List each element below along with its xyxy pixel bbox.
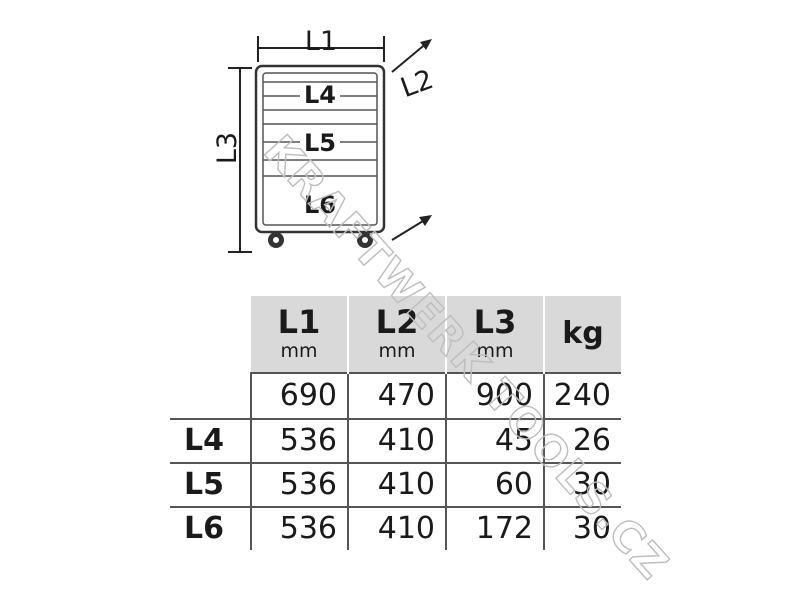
cabinet-inner-frame [262,72,378,226]
row-label: L5 [170,462,251,507]
l3-label: L3 [212,132,243,164]
cell-l3: 172 [445,506,544,550]
cell-l1: 536 [250,462,348,507]
cell-l2: 410 [347,418,446,463]
header-l1: L1 mm [251,296,348,373]
cell-l1: 690 [250,372,348,419]
cabinet-outline [254,64,386,234]
l2-arrow-top [391,41,429,73]
l2-arrowhead-top [420,39,432,50]
l1-label: L1 [305,26,337,57]
header-l2: L2 mm [347,296,446,373]
cell-l2: 410 [347,506,446,550]
row-label: L4 [170,418,251,463]
l2-arrowhead-bottom [419,215,432,226]
row-label [170,373,251,419]
cell-kg: 240 [543,372,621,419]
dimension-table: L1 mm L2 mm L3 mm kg 690 470 900 240 L4 [170,296,621,550]
cell-l3: 900 [445,372,544,419]
cabinet-dimension-drawing: L1 L3 L2 L4 L5 L6 [212,26,438,253]
drawer-label-l5: L5 [304,129,336,157]
cell-kg: 26 [543,418,621,463]
cell-l1: 536 [250,418,348,463]
cell-l3: 45 [445,418,544,463]
cell-kg: 30 [543,462,621,507]
drawer-label-l6: L6 [304,191,336,219]
l2-arrow-bottom [391,217,429,241]
row-label: L6 [170,506,251,550]
cell-kg: 30 [543,506,621,550]
table-header-row: L1 mm L2 mm L3 mm kg [170,296,621,373]
table-row: 690 470 900 240 [170,372,621,419]
cell-l3: 60 [445,462,544,507]
table-row: L6 536 410 172 30 [170,506,621,550]
cell-l2: 410 [347,462,446,507]
table-row: L4 536 410 45 26 [170,418,621,463]
header-l3: L3 mm [445,296,544,373]
cell-l2: 470 [347,372,446,419]
l2-label: L2 [397,64,438,104]
drawer-label-l4: L4 [304,81,336,109]
cell-l1: 536 [250,506,348,550]
header-kg: kg [543,296,621,373]
table-row: L5 536 410 60 30 [170,462,621,507]
